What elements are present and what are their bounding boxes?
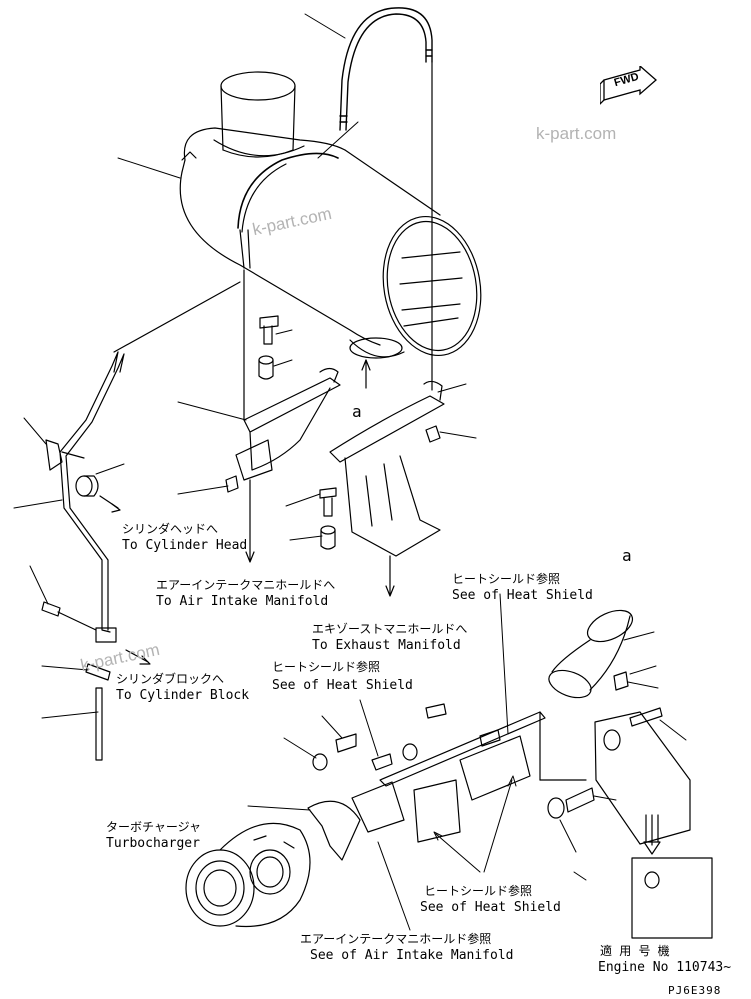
intake-manifold-ref-label-jp: エアーインテークマニホールド参照 xyxy=(300,932,492,946)
exhaust-manifold-label-jp: エキゾーストマニホールドへ xyxy=(312,622,468,636)
intake-manifold-label-jp: エアーインテークマニホールドへ xyxy=(156,578,336,592)
direction-arrows xyxy=(245,359,395,597)
bracket-left xyxy=(235,367,341,481)
cylinder-block-label-en: To Cylinder Block xyxy=(116,688,250,703)
section-mark-a-right: a xyxy=(622,546,632,565)
leader-lines xyxy=(13,13,687,931)
section-mark-a-top: a xyxy=(352,402,362,421)
heat-shield-label-2-en: See of Heat Shield xyxy=(272,678,413,693)
cylinder-head-label-en: To Cylinder Head xyxy=(122,538,248,553)
heat-shield-assembly xyxy=(307,703,691,861)
intake-manifold-label-en: To Air Intake Manifold xyxy=(156,594,329,609)
heat-shield-label-3-en: See of Heat Shield xyxy=(420,900,561,915)
bracket-right xyxy=(329,380,445,557)
applicable-serial-label-en: Engine No 110743~ xyxy=(598,960,732,975)
turbocharger-label-jp: ターボチャージャ xyxy=(106,820,202,834)
heat-shield-label-3-jp: ヒートシールド参照 xyxy=(424,884,533,898)
cylinder-head-label-jp: シリンダヘッドへ xyxy=(122,522,219,536)
intake-manifold-ref-label-en: See of Air Intake Manifold xyxy=(310,948,514,963)
muffler xyxy=(179,71,482,359)
heat-shield-label-2-jp: ヒートシールド参照 xyxy=(272,660,381,674)
heat-shield-label-1-jp: ヒートシールド参照 xyxy=(452,572,561,586)
hardware-upper xyxy=(225,315,441,550)
inset-detail xyxy=(631,814,713,939)
stay-rod xyxy=(41,281,241,761)
turbocharger-label-en: Turbocharger xyxy=(106,836,200,851)
cylinder-block-label-jp: シリンダブロックへ xyxy=(116,672,225,686)
turbocharger xyxy=(185,822,311,928)
fwd-arrow-icon xyxy=(600,66,657,105)
applicable-serial-label-jp: 適 用 号 機 xyxy=(600,944,670,958)
u-bolt xyxy=(339,7,433,131)
exhaust-manifold-label-en: To Exhaust Manifold xyxy=(312,638,461,653)
elbow-pipe xyxy=(548,609,634,699)
watermark-top-right: k-part.com xyxy=(536,124,617,143)
heat-shield-label-1-en: See of Heat Shield xyxy=(452,588,593,603)
drawing-code: PJ6E398 xyxy=(668,984,722,997)
